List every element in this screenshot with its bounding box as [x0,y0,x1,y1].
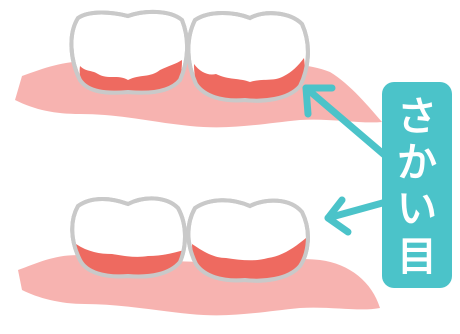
label-char-1: か [397,140,437,186]
label-char-0: さ [397,94,437,140]
label-char-2: い [397,186,437,232]
label-char-3: 目 [397,234,437,280]
upper-left-tooth [71,12,187,93]
upper-right-tooth [188,13,308,101]
border-label: さ か い 目 [382,82,452,288]
lower-arrow [328,200,386,232]
lower-left-tooth [72,198,185,276]
lower-right-tooth [188,200,308,280]
